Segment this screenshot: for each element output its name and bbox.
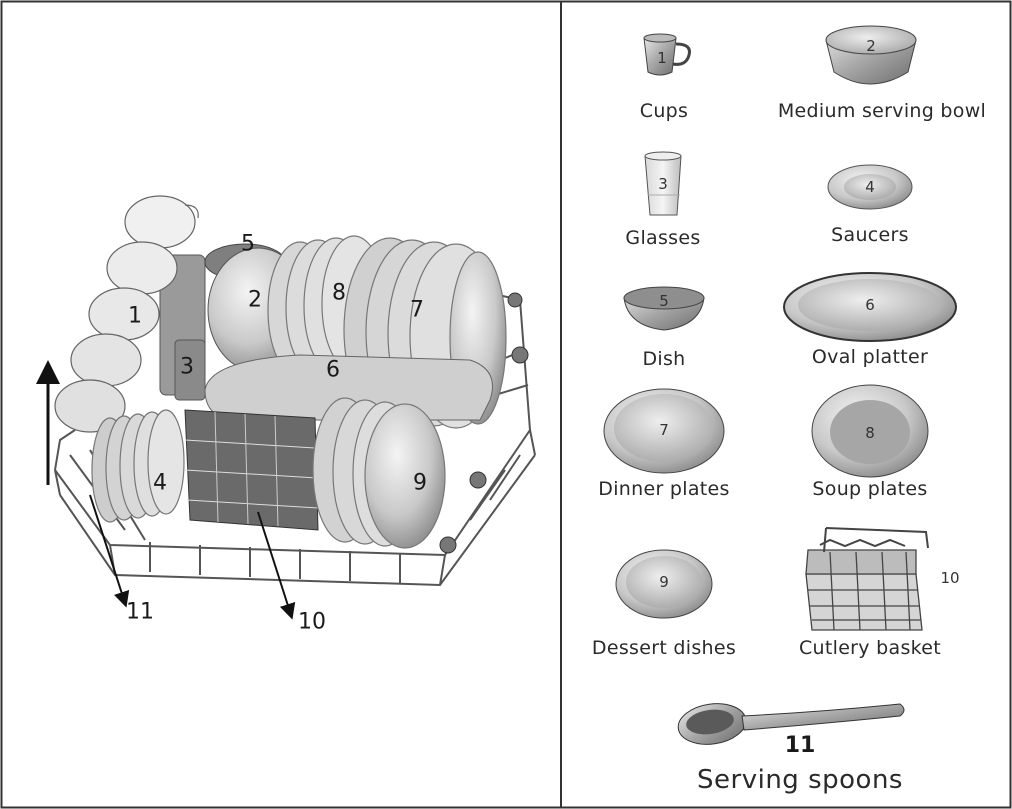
legend-label-dinner-plates: Dinner plates: [598, 478, 729, 500]
diagram-label-3: 3: [180, 355, 194, 380]
legend-label-cups: Cups: [640, 100, 688, 122]
legend-icon-number-3: 3: [658, 175, 668, 193]
legend-label-saucers: Saucers: [831, 224, 909, 246]
legend-icon-number-2: 2: [866, 37, 876, 55]
diagram-label-11: 11: [126, 600, 154, 625]
dishwasher-rack-illustration: [48, 196, 535, 612]
legend-icon-number-6: 6: [865, 296, 875, 314]
diagram-label-1: 1: [128, 304, 142, 329]
legend-label-soup-plates: Soup plates: [812, 478, 927, 500]
diagram-label-6: 6: [326, 358, 340, 383]
legend-icon-number-4: 4: [865, 178, 875, 196]
legend-label-glasses: Glasses: [625, 227, 700, 249]
diagram-label-5: 5: [241, 232, 255, 257]
saucers-stack: [92, 410, 184, 522]
legend-icon-number-11: 11: [785, 733, 816, 758]
diagram-label-9: 9: [413, 471, 427, 496]
legend-label-dessert-dishes: Dessert dishes: [592, 637, 736, 659]
diagram-label-4: 4: [153, 471, 167, 496]
diagram-label-8: 8: [332, 281, 346, 306]
legend-label-dish: Dish: [642, 348, 685, 370]
legend-icon-number-5: 5: [659, 292, 669, 310]
legend-icon-number-10: 10: [940, 569, 959, 587]
legend-label-cutlery-basket: Cutlery basket: [799, 637, 941, 659]
diagram-label-7: 7: [410, 298, 424, 323]
legend-label-oval-platter: Oval platter: [812, 346, 928, 368]
medium-bowl-icon: [826, 26, 916, 84]
legend-icon-number-9: 9: [659, 573, 669, 591]
legend-label-medium-serving-bowl: Medium serving bowl: [778, 100, 986, 122]
diagram-label-2: 2: [248, 288, 262, 313]
legend-icon-number-7: 7: [659, 421, 669, 439]
legend-icon-number-1: 1: [657, 49, 667, 67]
cutlery-basket-shape: [185, 410, 318, 530]
legend-label-serving-spoons: Serving spoons: [697, 765, 903, 795]
cutlery-basket-icon: [806, 528, 928, 630]
diagram-label-10: 10: [298, 610, 326, 635]
legend-icon-number-8: 8: [865, 424, 875, 442]
